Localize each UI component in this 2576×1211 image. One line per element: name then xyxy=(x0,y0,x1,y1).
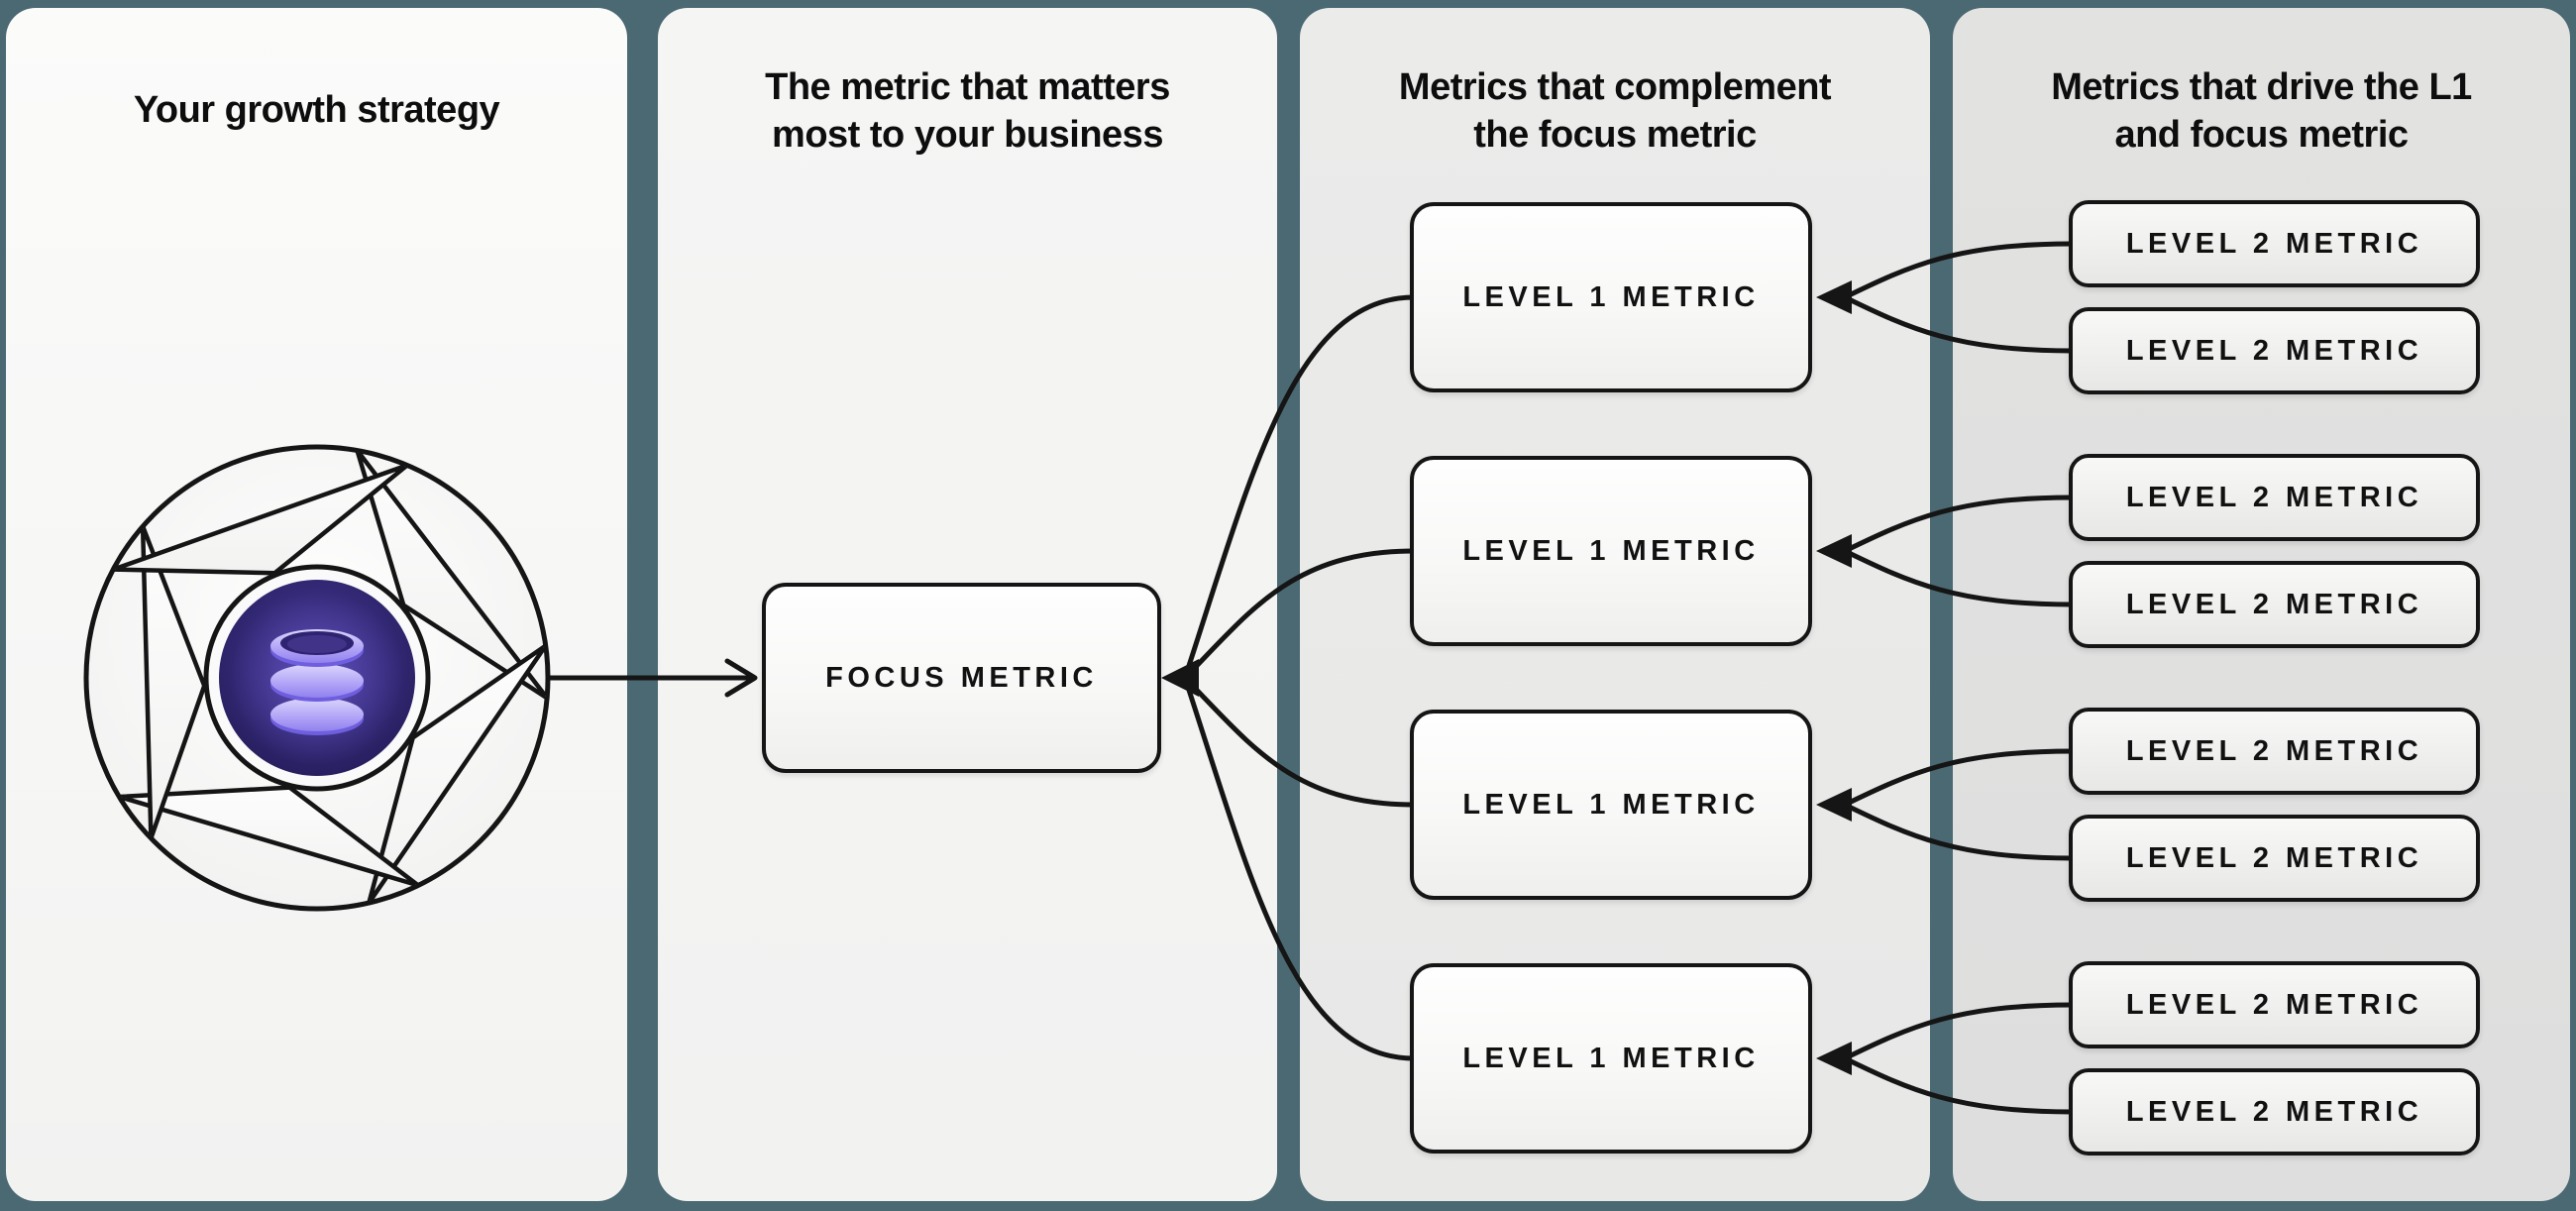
level2-metric-label: LEVEL 2 METRIC xyxy=(2125,734,2423,767)
level2-metric-node: LEVEL 2 METRIC xyxy=(2069,561,2480,648)
level1-metric-node: LEVEL 1 METRIC xyxy=(1410,710,1812,900)
level1-metric-label: LEVEL 1 METRIC xyxy=(1462,1042,1760,1074)
level2-metric-label: LEVEL 2 METRIC xyxy=(2125,334,2423,367)
level2-metric-label: LEVEL 2 METRIC xyxy=(2125,588,2423,620)
panel-growth-strategy: Your growth strategy xyxy=(6,8,627,1201)
level1-metric-label: LEVEL 1 METRIC xyxy=(1462,280,1760,313)
level2-metric-label: LEVEL 2 METRIC xyxy=(2125,1095,2423,1128)
focus-metric-node: FOCUS METRIC xyxy=(762,583,1161,773)
level1-metric-node: LEVEL 1 METRIC xyxy=(1410,456,1812,646)
level2-metric-label: LEVEL 2 METRIC xyxy=(2125,841,2423,874)
level1-metric-label: LEVEL 1 METRIC xyxy=(1462,788,1760,821)
level2-metric-node: LEVEL 2 METRIC xyxy=(2069,200,2480,287)
level1-metric-label: LEVEL 1 METRIC xyxy=(1462,534,1760,567)
panel-title-level1-metrics: Metrics that complement the focus metric xyxy=(1398,66,1832,156)
level2-metric-node: LEVEL 2 METRIC xyxy=(2069,1068,2480,1156)
level2-metric-label: LEVEL 2 METRIC xyxy=(2125,227,2423,260)
panel-title-growth-strategy: Your growth strategy xyxy=(133,89,500,131)
level1-metric-node: LEVEL 1 METRIC xyxy=(1410,202,1812,392)
level2-metric-node: LEVEL 2 METRIC xyxy=(2069,815,2480,902)
panel-title-focus-metric: The metric that matters most to your bus… xyxy=(765,66,1170,156)
level2-metric-node: LEVEL 2 METRIC xyxy=(2069,454,2480,541)
level2-metric-node: LEVEL 2 METRIC xyxy=(2069,307,2480,394)
level1-metric-node: LEVEL 1 METRIC xyxy=(1410,963,1812,1154)
panel-title-level2-metrics: Metrics that drive the L1 and focus metr… xyxy=(2051,66,2472,156)
level2-metric-label: LEVEL 2 METRIC xyxy=(2125,988,2423,1021)
level2-metric-node: LEVEL 2 METRIC xyxy=(2069,708,2480,795)
focus-metric-label: FOCUS METRIC xyxy=(825,661,1098,694)
level2-metric-label: LEVEL 2 METRIC xyxy=(2125,481,2423,513)
level2-metric-node: LEVEL 2 METRIC xyxy=(2069,961,2480,1048)
